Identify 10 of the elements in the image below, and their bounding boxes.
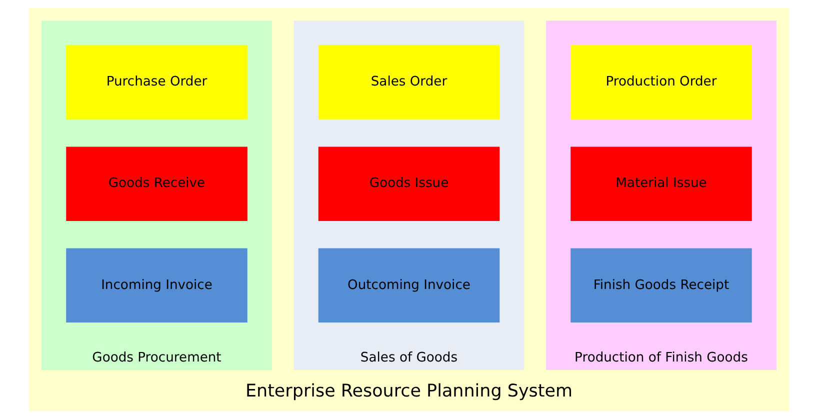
diagram-title: Enterprise Resource Planning System: [244, 382, 572, 402]
node-box: Goods Receive: [66, 146, 247, 221]
node-box: Material Issue: [570, 146, 752, 221]
node-box: Outcoming Invoice: [318, 248, 500, 323]
node-box: Finish Goods Receipt: [570, 248, 752, 323]
node-box: Purchase Order: [66, 45, 247, 120]
node-box: Goods Issue: [318, 146, 500, 221]
node-box: Incoming Invoice: [66, 248, 247, 323]
node-box: Production Order: [570, 45, 752, 120]
node-box: Sales Order: [318, 45, 500, 120]
